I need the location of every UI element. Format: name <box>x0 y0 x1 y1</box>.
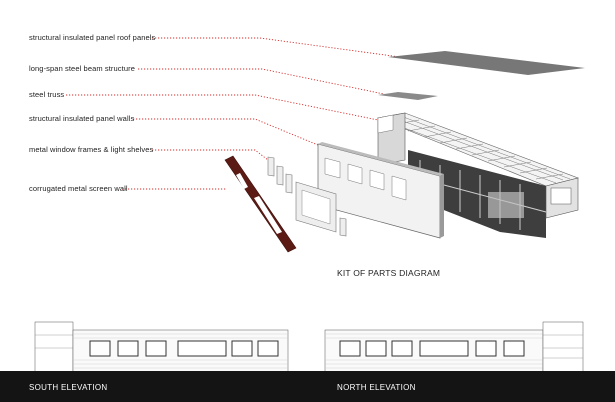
leader-steel-truss <box>66 94 379 121</box>
diagram-title: KIT OF PARTS DIAGRAM <box>337 268 441 278</box>
screen-wall-shape <box>224 155 297 253</box>
building-assembly <box>376 112 580 238</box>
north-elevation-drawing <box>324 321 584 373</box>
window-frame-opening <box>301 189 331 225</box>
label-steel-beam: long-span steel beam structure <box>29 64 135 73</box>
leader-steel-beam <box>138 68 385 95</box>
label-roof-panels: structural insulated panel roof panels <box>29 33 156 42</box>
north-elevation-title: NORTH ELEVATION <box>337 383 416 392</box>
label-screen-wall: corrugated metal screen wall <box>29 184 128 193</box>
sip-wall-panel-shape <box>317 142 444 239</box>
label-steel-truss: steel truss <box>29 90 65 99</box>
leader-window-frames <box>152 149 269 161</box>
leader-roof-panels <box>152 37 401 58</box>
roof-panel-shape <box>388 51 585 75</box>
steel-beam-plate-shape <box>378 92 438 100</box>
south-elevation-title: SOUTH ELEVATION <box>29 383 108 392</box>
leader-lines <box>66 37 401 190</box>
label-sip-walls: structural insulated panel walls <box>29 114 135 123</box>
label-window-frames: metal window frames & light shelves <box>29 145 154 154</box>
leader-sip-walls <box>133 118 331 151</box>
south-elevation-drawing <box>34 321 289 373</box>
elevation-band <box>0 371 615 402</box>
